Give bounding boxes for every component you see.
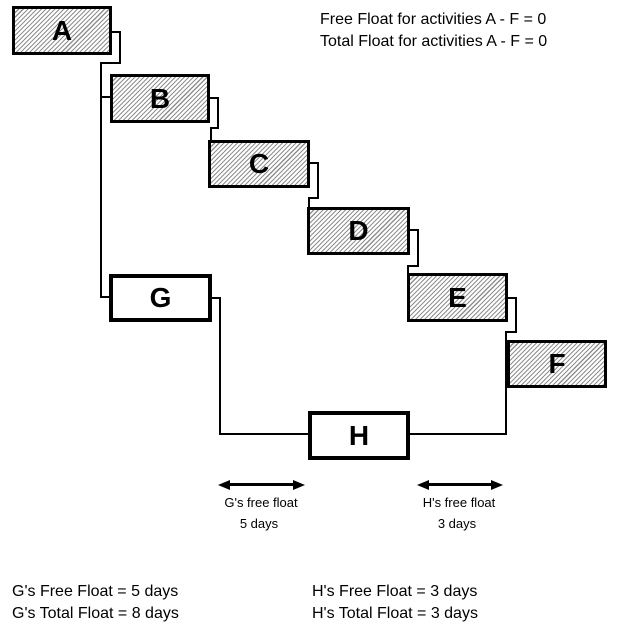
h-free-float-value: 3 days bbox=[437, 516, 477, 531]
connector-segment bbox=[210, 127, 219, 129]
activity-label-f: F bbox=[548, 348, 566, 379]
arrow-shaft bbox=[225, 483, 298, 486]
connector-segment bbox=[100, 96, 110, 98]
g-free-float-text: G's Free Float = 5 days bbox=[12, 583, 179, 600]
free-float-note: Free Float for activities A - F = 0 bbox=[320, 11, 547, 28]
activity-box-e: E bbox=[407, 273, 508, 322]
connector-segment bbox=[112, 31, 121, 33]
g-free-float-arrow bbox=[218, 480, 305, 490]
connector-segment bbox=[217, 97, 219, 129]
connector-segment bbox=[317, 162, 319, 199]
h-total-float-text: H's Total Float = 3 days bbox=[312, 605, 478, 622]
connector-segment bbox=[417, 229, 419, 267]
activity-label-b: B bbox=[149, 82, 171, 114]
g-free-float-value: 5 days bbox=[239, 516, 279, 531]
connector-segment bbox=[410, 229, 419, 231]
connector-segment bbox=[308, 197, 319, 199]
connector-segment bbox=[407, 265, 419, 267]
connector-segment bbox=[100, 296, 109, 298]
connector-segment bbox=[515, 297, 517, 333]
connector-segment bbox=[100, 62, 121, 64]
arrowhead-right-icon bbox=[293, 480, 305, 490]
connector-segment bbox=[119, 31, 121, 64]
h-free-float-arrow bbox=[417, 480, 503, 490]
h-float-summary: H's Free Float = 3 days H's Total Float … bbox=[312, 581, 478, 625]
g-total-float-text: G's Total Float = 8 days bbox=[12, 605, 179, 622]
arrowhead-left-icon bbox=[417, 480, 429, 490]
activity-label-c: C bbox=[248, 148, 270, 179]
activity-label-a: A bbox=[51, 14, 73, 46]
connector-segment bbox=[407, 265, 409, 274]
activity-box-f: F bbox=[507, 340, 607, 388]
arrowhead-right-icon bbox=[491, 480, 503, 490]
connector-segment bbox=[308, 197, 310, 208]
connector-segment bbox=[212, 297, 221, 299]
activity-label-d: D bbox=[348, 215, 369, 246]
g-free-float-caption: G's free float bbox=[224, 495, 298, 510]
total-float-note: Total Float for activities A - F = 0 bbox=[320, 33, 548, 50]
arrowhead-left-icon bbox=[218, 480, 230, 490]
activity-label-e: E bbox=[448, 281, 467, 313]
connector-segment bbox=[219, 297, 221, 435]
connector-segment bbox=[100, 62, 102, 298]
connector-segment bbox=[310, 162, 319, 164]
activity-box-b: B bbox=[110, 74, 210, 123]
activity-box-g: G bbox=[109, 274, 212, 322]
connector-segment bbox=[505, 331, 507, 435]
connector-segment bbox=[507, 297, 517, 299]
activity-box-h: H bbox=[308, 411, 410, 460]
activity-label-h: H bbox=[348, 419, 370, 451]
connector-segment bbox=[210, 127, 212, 141]
activity-label-g: G bbox=[149, 282, 172, 313]
connector-segment bbox=[210, 97, 219, 99]
arrow-shaft bbox=[424, 483, 496, 486]
h-free-float-text: H's Free Float = 3 days bbox=[312, 583, 478, 600]
connector-segment bbox=[410, 433, 507, 435]
h-free-float-caption: H's free float bbox=[422, 495, 496, 510]
activity-box-d: D bbox=[307, 207, 410, 255]
activity-box-c: C bbox=[208, 140, 310, 188]
connector-segment bbox=[505, 331, 517, 333]
activity-box-a: A bbox=[12, 6, 112, 55]
float-notes: Free Float for activities A - F = 0 Tota… bbox=[320, 9, 547, 53]
connector-segment bbox=[219, 433, 308, 435]
g-float-summary: G's Free Float = 5 days G's Total Float … bbox=[12, 581, 179, 625]
